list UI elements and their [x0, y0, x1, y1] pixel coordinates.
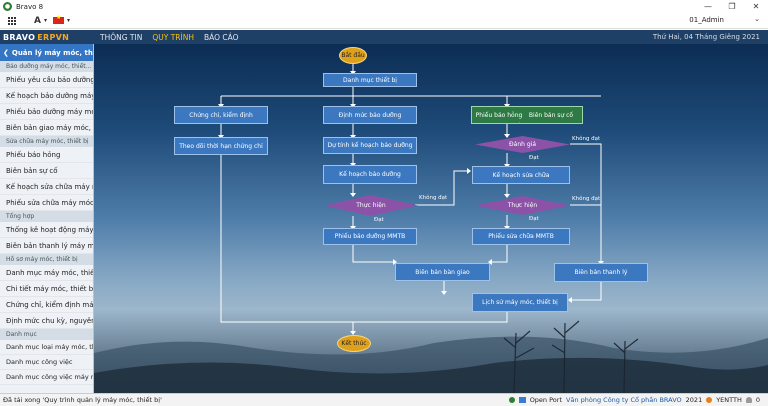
apps-grid-icon[interactable]: [8, 16, 20, 25]
open-port-label[interactable]: Open Port: [529, 396, 563, 404]
flow-connectors: [218, 64, 604, 335]
sidebar-section-header: Danh mục: [0, 329, 93, 340]
user-selector[interactable]: 01_Admin: [689, 16, 724, 24]
title-bar: ● Bravo 8 — ❐ ✕: [0, 0, 768, 13]
sidebar-list: Bảo dưỡng máy móc, thiết...Phiếu yêu cầu…: [0, 61, 93, 385]
sidebar-section-header: Tổng hợp: [0, 211, 93, 222]
connection-icon: [508, 397, 515, 403]
user-dropdown-icon[interactable]: ⌄: [754, 15, 760, 23]
flow-theo-doi-thoi-han[interactable]: Theo dõi thời hạn chứng chỉ: [174, 137, 268, 155]
brand-logo: BRAVO ERPVN: [0, 30, 94, 44]
language-dropdown-icon[interactable]: ▾: [66, 17, 70, 24]
language-flag-icon[interactable]: [52, 14, 64, 24]
flow-dinh-muc-bao-duong[interactable]: Định mức bảo dưỡng: [323, 106, 417, 124]
toolbar: A ▾ ▾ 01_Admin ⌄: [0, 13, 768, 29]
sidebar-item[interactable]: Phiếu yêu cầu bảo dưỡng: [0, 72, 93, 88]
flow-bien-ban-thanh-ly[interactable]: Biên bản thanh lý: [554, 263, 648, 282]
window-title: Bravo 8: [16, 2, 44, 11]
port-icon: [518, 397, 526, 403]
font-dropdown-icon[interactable]: ▾: [43, 17, 47, 24]
sidebar-section-header: Hồ sơ máy móc, thiết bị: [0, 254, 93, 265]
sidebar-item[interactable]: Biên bản thanh lý máy móc: [0, 238, 93, 254]
flow-start[interactable]: Bắt đầu: [339, 47, 367, 64]
minimize-button[interactable]: —: [704, 2, 712, 11]
sidebar-item[interactable]: Kế hoạch sửa chữa máy móc: [0, 179, 93, 195]
sidebar-section-header: Sửa chữa máy móc, thiết bị: [0, 136, 93, 147]
menu-quy-trinh[interactable]: QUY TRÌNH: [152, 32, 194, 42]
background-landscape: [94, 320, 768, 393]
current-date: Thứ Hai, 04 Tháng Giêng 2021: [652, 33, 760, 41]
flow-end[interactable]: Kết thúc: [337, 335, 371, 352]
year-label: 2021: [685, 396, 703, 404]
notification-icon[interactable]: [745, 397, 752, 403]
flow-lich-su-may-moc[interactable]: Lịch sử máy móc, thiết bị: [472, 293, 568, 312]
font-icon[interactable]: A: [34, 15, 41, 26]
sidebar-item[interactable]: Phiếu sửa chữa máy móc, th: [0, 195, 93, 211]
app-logo-icon: ●: [3, 2, 12, 11]
sidebar-item[interactable]: Chi tiết máy móc, thiết bị: [0, 281, 93, 297]
sidebar-item[interactable]: Biên bản sự cố: [0, 163, 93, 179]
edge-label-dat-3: Đạt: [529, 216, 539, 222]
flow-chung-chi-kiem-dinh[interactable]: Chứng chỉ, kiểm định: [174, 106, 268, 124]
chevron-left-icon[interactable]: ❮: [3, 48, 9, 57]
brand-suffix: ERPVN: [37, 32, 70, 42]
menu-bao-cao[interactable]: BÁO CÁO: [203, 32, 239, 42]
sidebar-item[interactable]: Định mức chu kỳ, nguyên vậ: [0, 313, 93, 329]
sidebar-item[interactable]: Chứng chỉ, kiểm định máy m: [0, 297, 93, 313]
sidebar-item[interactable]: Phiếu báo hỏng: [0, 147, 93, 163]
user-icon: [706, 397, 713, 403]
company-label: Văn phòng Công ty Cổ phần BRAVO: [566, 396, 682, 404]
status-bar: Đã tải xong 'Quy trình quản lý máy móc, …: [0, 393, 768, 406]
status-message: Đã tải xong 'Quy trình quản lý máy móc, …: [3, 396, 162, 404]
app-header: BRAVO ERPVN THÔNG TIN QUY TRÌNH BÁO CÁO …: [0, 30, 768, 44]
sidebar-section-header: Bảo dưỡng máy móc, thiết...: [0, 61, 93, 72]
sidebar: ❮ Quản lý máy móc, th Bảo dưỡng máy móc,…: [0, 44, 94, 393]
flow-phieu-bao-hong[interactable]: Phiếu báo hỏng: [471, 106, 527, 124]
sidebar-item[interactable]: Kế hoạch bảo dưỡng máy m: [0, 88, 93, 104]
status-right: Open Port Văn phòng Công ty Cổ phần BRAV…: [508, 396, 760, 404]
maximize-button[interactable]: ❐: [728, 2, 736, 11]
sidebar-title[interactable]: ❮ Quản lý máy móc, th: [0, 44, 93, 61]
flow-phieu-sua-chua-mmtb[interactable]: Phiếu sửa chữa MMTB: [472, 228, 570, 245]
process-canvas: Bắt đầu Danh mục thiết bị Chứng chỉ, kiể…: [94, 44, 768, 393]
edge-label-dat-2: Đạt: [529, 155, 539, 161]
sidebar-item[interactable]: Danh mục loại máy móc, thiết: [0, 340, 93, 355]
sidebar-item[interactable]: Danh mục công việc máy móc, thi: [0, 370, 93, 385]
flow-du-tinh-ke-hoach[interactable]: Dự tính kế hoạch bảo dưỡng: [323, 137, 417, 154]
edge-label-khong-dat-2: Không đạt: [572, 136, 601, 142]
sidebar-title-label: Quản lý máy móc, th: [11, 48, 93, 57]
flow-bien-ban-ban-giao[interactable]: Biên bản bàn giao: [395, 263, 490, 281]
close-button[interactable]: ✕: [752, 2, 760, 11]
sidebar-item[interactable]: Biên bản giao máy móc, t: [0, 120, 93, 136]
notification-count: 0: [755, 396, 760, 404]
flow-bien-ban-su-co[interactable]: Biên bản sự cố: [519, 106, 583, 124]
menu-thong-tin[interactable]: THÔNG TIN: [100, 32, 143, 42]
sidebar-item[interactable]: Thống kê hoạt động máy mó: [0, 222, 93, 238]
flow-ke-hoach-sua-chua[interactable]: Kế hoạch sửa chữa: [472, 166, 570, 184]
edge-label-khong-dat-1: Không đạt: [419, 195, 448, 201]
flow-danh-muc-thiet-bi[interactable]: Danh mục thiết bị: [323, 73, 417, 87]
flow-ke-hoach-bao-duong[interactable]: Kế hoạch bảo dưỡng: [323, 165, 417, 184]
edge-label-dat-1: Đạt: [374, 217, 384, 223]
flow-phieu-bao-duong-mmtb[interactable]: Phiếu bảo dưỡng MMTB: [323, 228, 417, 245]
flow-thuc-hien-bao-duong[interactable]: Thực hiện: [324, 195, 418, 216]
sidebar-item[interactable]: Danh mục máy móc, thiết b: [0, 265, 93, 281]
flow-danh-gia[interactable]: Đánh giá: [475, 136, 570, 153]
edge-label-khong-dat-3: Không đạt: [572, 196, 601, 202]
status-user[interactable]: YENTTH: [716, 396, 742, 404]
sidebar-item[interactable]: Danh mục công việc: [0, 355, 93, 370]
sidebar-item[interactable]: Phiếu bảo dưỡng máy móc,: [0, 104, 93, 120]
flow-thuc-hien-sua-chua[interactable]: Thực hiện: [475, 196, 570, 215]
brand-text: BRAVO: [3, 32, 36, 42]
